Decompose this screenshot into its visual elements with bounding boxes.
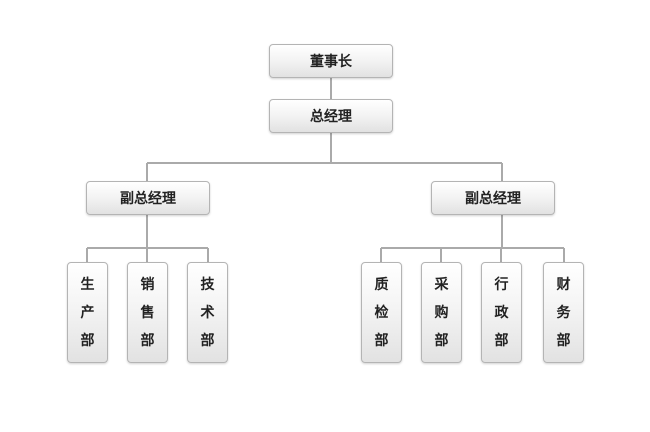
dept-label-char: 政: [494, 304, 509, 321]
dept-label-char: 部: [374, 332, 389, 349]
node-vice-manager-right: 副总经理: [431, 181, 555, 215]
dept-char: 质检部: [375, 271, 389, 355]
dept-label-char: 部: [434, 332, 449, 349]
dept-label-char: 部: [494, 332, 509, 349]
node-vice-manager-left: 副总经理: [86, 181, 210, 215]
dept-label-char: 行: [494, 276, 509, 293]
dept-char: 生产部: [81, 271, 95, 355]
dept-label-char: 部: [556, 332, 571, 349]
dept-label-char: 售: [140, 304, 155, 321]
dept-char: 销售部: [141, 271, 155, 355]
dept-char: 技术部: [201, 271, 215, 355]
dept-label-char: 销: [140, 276, 155, 293]
node-general-manager: 总经理: [269, 99, 393, 133]
dept-char: 采购部: [435, 271, 449, 355]
dept-label-char: 务: [556, 304, 571, 321]
dept-label-char: 技: [200, 276, 215, 293]
dept-char: 财务部: [557, 271, 571, 355]
node-dept-technology: 技术部: [187, 262, 228, 363]
dept-label-char: 术: [200, 304, 215, 321]
dept-label-char: 生: [80, 276, 95, 293]
node-chairman: 董事长: [269, 44, 393, 78]
dept-label-char: 产: [80, 304, 95, 321]
dept-label-char: 财: [556, 276, 571, 293]
node-dept-administration: 行政部: [481, 262, 522, 363]
dept-label-char: 部: [200, 332, 215, 349]
node-dept-production: 生产部: [67, 262, 108, 363]
dept-label-char: 购: [434, 304, 449, 321]
dept-label-char: 检: [374, 304, 389, 321]
node-dept-finance: 财务部: [543, 262, 584, 363]
node-dept-purchasing: 采购部: [421, 262, 462, 363]
node-dept-sales: 销售部: [127, 262, 168, 363]
dept-label-char: 采: [434, 276, 449, 293]
dept-label-char: 质: [374, 276, 389, 293]
dept-label-char: 部: [140, 332, 155, 349]
node-dept-quality: 质检部: [361, 262, 402, 363]
dept-label-char: 部: [80, 332, 95, 349]
dept-char: 行政部: [495, 271, 509, 355]
